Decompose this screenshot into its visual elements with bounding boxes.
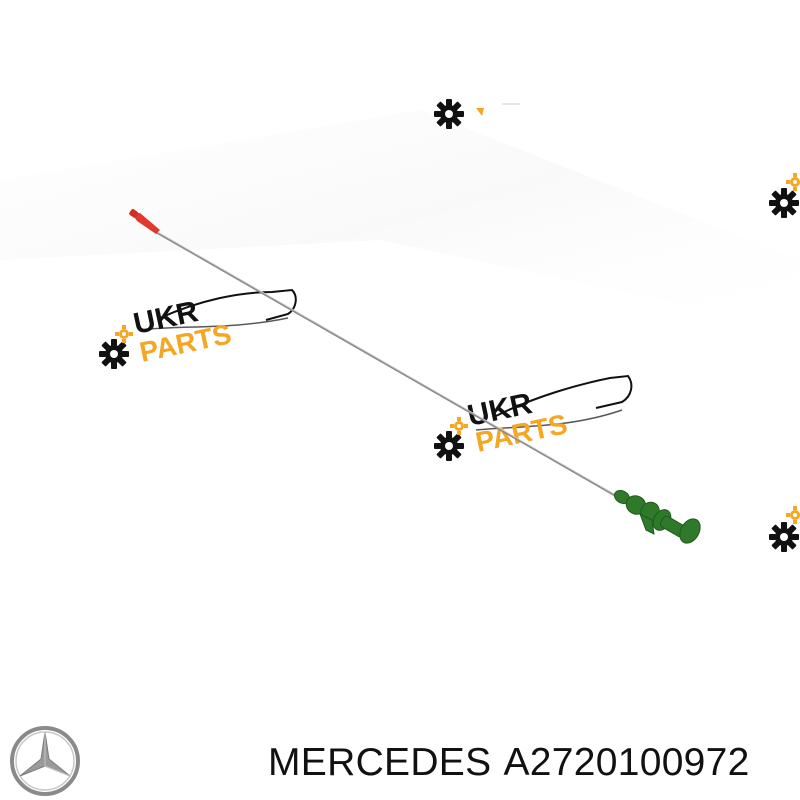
dipstick-red-tip xyxy=(132,213,160,234)
watermark-right-top xyxy=(769,173,800,218)
watermark-right-bottom xyxy=(769,506,800,552)
part-number: A2720100972 xyxy=(503,741,750,784)
dipstick-rod xyxy=(155,231,617,497)
watermark-logo-1: UKR PARTS xyxy=(99,288,297,369)
product-caption: MERCEDES A2720100972 xyxy=(268,738,750,788)
watermark-top xyxy=(434,99,520,129)
dipstick-green-handle xyxy=(613,489,701,544)
brand-name: MERCEDES xyxy=(268,741,492,784)
mercedes-star-logo xyxy=(10,726,80,796)
oil-dipstick xyxy=(129,209,701,544)
